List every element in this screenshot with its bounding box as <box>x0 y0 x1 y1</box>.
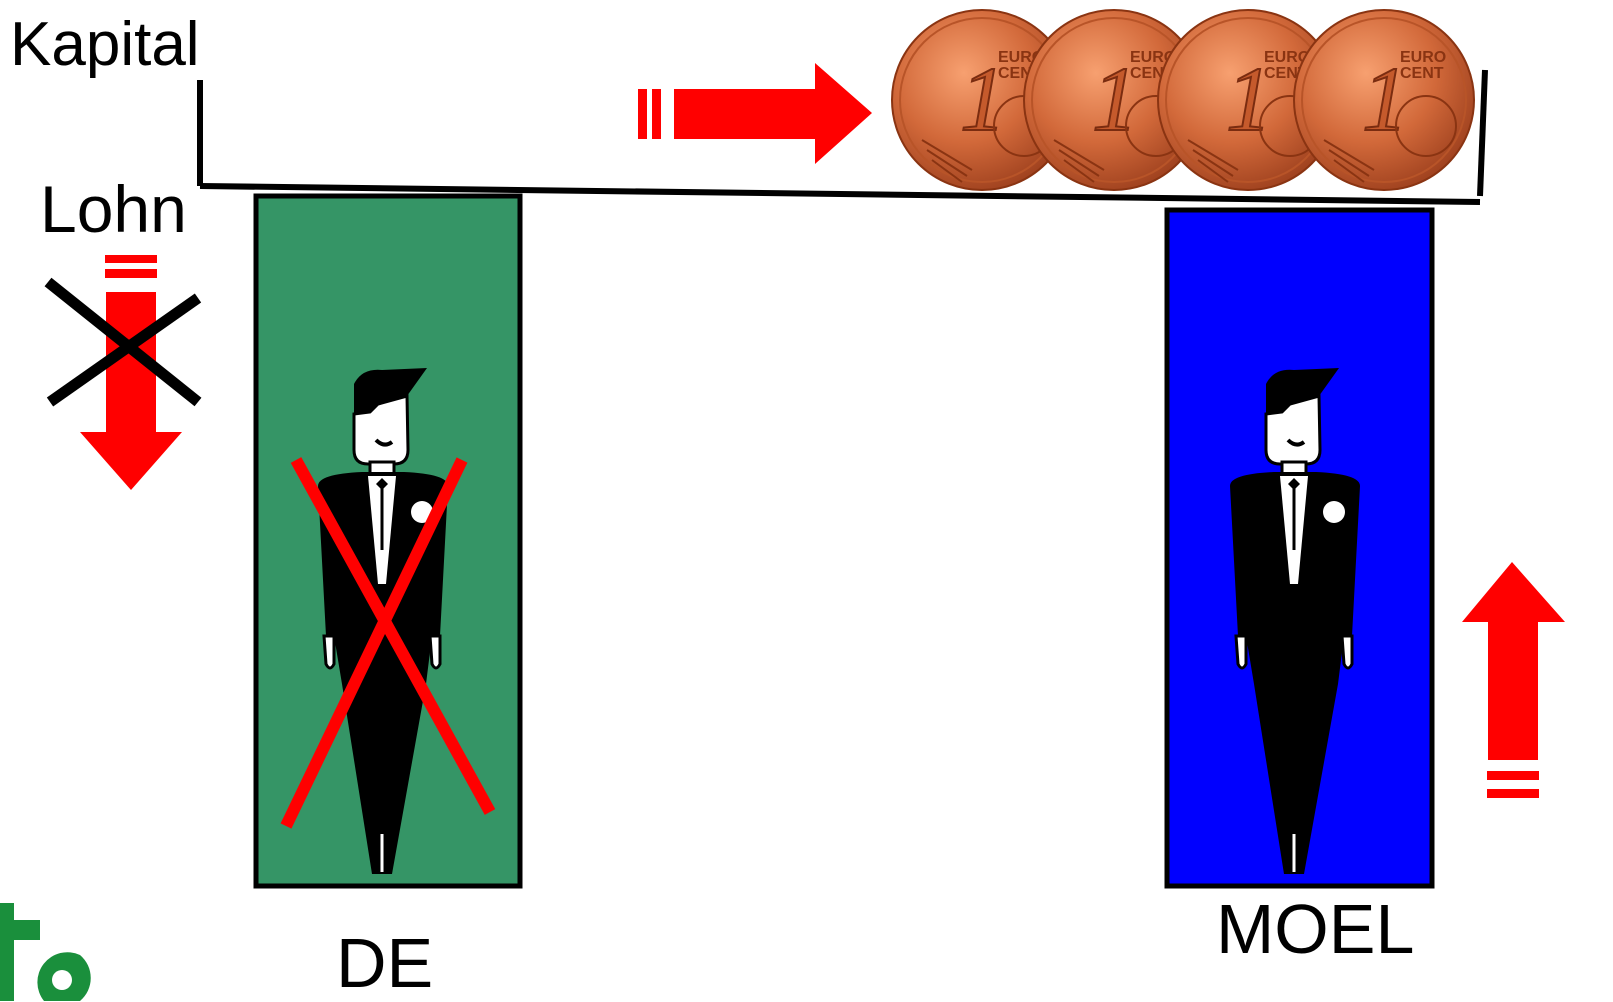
moel-country-label: MOEL <box>1216 890 1415 968</box>
one-euro-cent-coin-icon <box>1293 9 1475 191</box>
ifo-logo-fragment-icon <box>0 903 91 1001</box>
de-country-label: DE <box>336 924 434 1002</box>
arrow-up-icon <box>1462 562 1565 798</box>
coin-stack <box>891 9 1475 191</box>
lohn-label: Lohn <box>40 172 187 246</box>
capital-beam <box>197 69 1488 205</box>
arrow-down-icon <box>80 255 182 490</box>
x-cross-icon <box>280 457 496 829</box>
x-cross-icon <box>44 277 202 407</box>
kapital-label: Kapital <box>10 10 200 79</box>
arrow-right-icon <box>638 63 872 164</box>
